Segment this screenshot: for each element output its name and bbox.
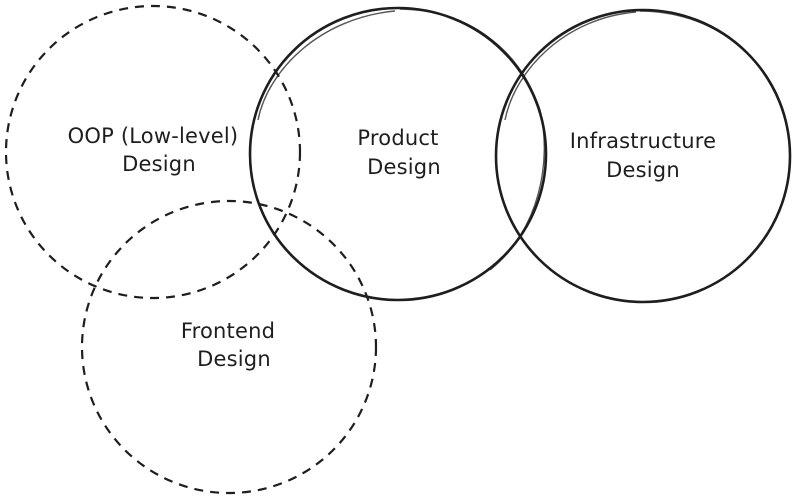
frontend-design-node: Frontend Design bbox=[80, 199, 378, 495]
oop-design-node: OOP (Low-level) Design bbox=[4, 4, 302, 300]
infrastructure-design-circle-sketch bbox=[504, 10, 787, 121]
frontend-design-label-line2: Design bbox=[197, 347, 271, 371]
infrastructure-design-label-line2: Design bbox=[606, 158, 680, 182]
infrastructure-design-circle bbox=[494, 8, 792, 304]
oop-design-circle bbox=[4, 4, 302, 300]
product-design-circle-sketch bbox=[257, 8, 545, 271]
product-design-node: Product Design bbox=[248, 6, 548, 302]
product-design-label-line1: Product bbox=[357, 126, 438, 150]
infrastructure-design-node: Infrastructure Design bbox=[494, 8, 792, 304]
product-design-label-line2: Design bbox=[367, 155, 441, 179]
frontend-design-label-line1: Frontend bbox=[181, 319, 275, 343]
oop-design-label-line2: Design bbox=[122, 152, 196, 176]
oop-design-label-line1: OOP (Low-level) bbox=[68, 124, 239, 148]
infrastructure-design-label-line1: Infrastructure bbox=[570, 129, 717, 153]
frontend-design-circle bbox=[80, 199, 378, 495]
product-design-circle bbox=[248, 6, 548, 302]
